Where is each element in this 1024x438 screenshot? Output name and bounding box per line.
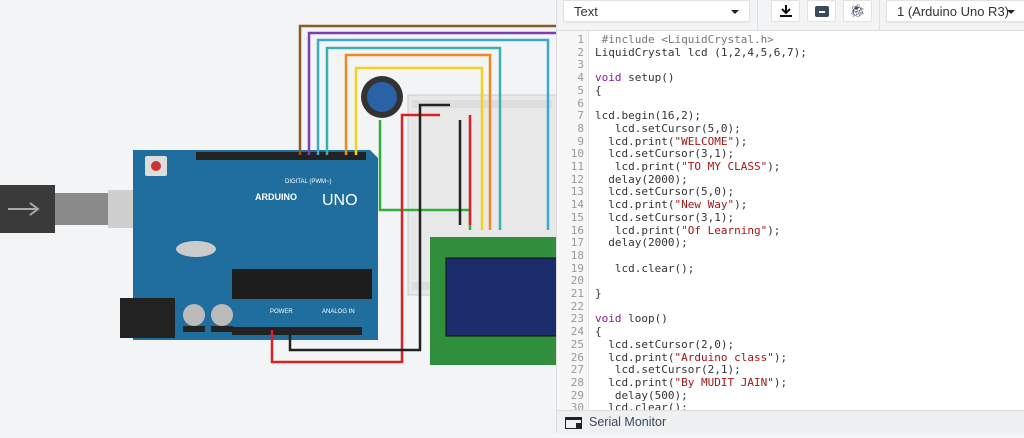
code-line[interactable]: lcd.clear(); [595,401,688,410]
code-line[interactable]: lcd.setCursor(3,1); [595,147,735,161]
line-number: 12 [570,172,584,186]
code-line[interactable]: #include <LiquidCrystal.h> [595,33,774,46]
code-line[interactable]: lcd.print("By MUDIT JAIN"); [595,375,788,389]
code-toolbar: Text 🐞︎ 1 (Arduino Uno R3) [557,0,1024,31]
line-number: 21 [570,287,584,300]
code-line[interactable]: lcd.print("WELCOME"); [595,134,748,148]
line-number: 24 [570,325,584,339]
code-line[interactable]: lcd.print("Arduino class"); [595,350,788,364]
line-number: 8 [577,121,584,135]
wires[interactable] [270,24,556,364]
analog-label: ANALOG IN [322,309,355,315]
code-line[interactable]: lcd.print("New Way"); [595,198,748,212]
line-number: 4 [577,71,584,85]
line-number: 10 [570,147,584,161]
library-button[interactable] [807,0,836,22]
code-line[interactable]: lcd.print("Of Learning"); [595,223,781,237]
arduino-uno-board[interactable]: ARDUINO UNO DIGITAL (PWM~) POWER ANALOG … [120,150,378,340]
code-line[interactable]: lcd.clear(); [595,261,695,275]
code-line[interactable]: delay(2000); [595,236,688,250]
usb-cable[interactable] [0,185,138,233]
circuit-canvas[interactable]: ARDUINO UNO DIGITAL (PWM~) POWER ANALOG … [0,0,561,433]
code-line[interactable]: lcd.begin(16,2); [595,109,701,123]
code-line[interactable]: { [595,83,602,97]
code-line[interactable]: lcd.print("TO MY CLASS"); [595,160,781,173]
code-line[interactable]: lcd.setCursor(2,0); [595,337,735,351]
board-model: UNO [322,192,358,209]
editor-mode-dropdown[interactable]: Text [563,0,750,22]
code-line[interactable]: { [595,325,602,339]
power-label: POWER [270,309,293,315]
line-number: 30 [570,401,584,410]
code-line[interactable]: lcd.setCursor(5,0); [595,185,735,199]
code-line[interactable]: delay(2000); [595,172,688,186]
line-number: 26 [570,350,584,364]
serial-monitor-label: Serial Monitor [589,415,667,429]
chevron-down-icon [731,10,739,14]
line-number: 7 [577,109,584,123]
debugger-button[interactable]: 🐞︎ [843,0,872,22]
library-icon [814,6,829,17]
chevron-down-icon [1007,10,1015,14]
line-number: 5 [577,83,584,97]
line-number: 23 [570,312,584,326]
line-number: 15 [570,210,584,224]
download-button[interactable] [771,0,800,22]
serial-monitor-toggle[interactable]: Serial Monitor [557,410,1024,433]
line-number: 19 [570,261,584,275]
code-line[interactable]: lcd.setCursor(3,1); [595,210,735,224]
digital-label: DIGITAL (PWM~) [285,179,332,185]
potentiometer[interactable] [361,76,403,118]
download-icon [779,5,792,17]
code-line[interactable]: LiquidCrystal lcd (1,2,4,5,6,7); [595,45,807,59]
debug-bug-icon: 🐞︎ [849,3,866,18]
line-number: 9 [577,134,584,148]
line-number: 13 [570,185,584,199]
board-brand: ARDUINO [255,192,297,202]
serial-monitor-icon [565,417,582,429]
code-line[interactable]: delay(500); [595,388,688,402]
line-number: 3 [577,58,584,72]
line-number: 6 [577,96,584,110]
line-number: 25 [570,337,584,351]
line-number: 29 [570,388,584,402]
line-number: 20 [570,274,584,288]
circuit-drawing: ARDUINO UNO DIGITAL (PWM~) POWER ANALOG … [0,24,561,365]
line-number: 14 [570,198,584,212]
code-line[interactable]: void setup() [595,71,675,85]
line-number: 2 [577,45,584,59]
device-value: 1 (Arduino Uno R3) [897,4,1009,19]
editor-mode-value: Text [574,4,598,19]
line-number: 11 [570,160,584,173]
line-number: 28 [570,375,584,389]
code-line[interactable]: } [595,287,602,300]
line-number: 17 [570,236,584,250]
line-number: 1 [577,33,584,46]
line-number: 16 [570,223,584,237]
lcd-16x2[interactable] [430,237,561,365]
line-number: 18 [570,248,584,262]
code-line[interactable]: lcd.setCursor(2,1); [595,363,741,377]
device-dropdown[interactable]: 1 (Arduino Uno R3) [886,0,1024,22]
line-number: 27 [570,363,584,377]
code-line[interactable]: void loop() [595,312,668,326]
line-number: 22 [570,299,584,313]
code-line[interactable]: lcd.setCursor(5,0); [595,121,741,135]
